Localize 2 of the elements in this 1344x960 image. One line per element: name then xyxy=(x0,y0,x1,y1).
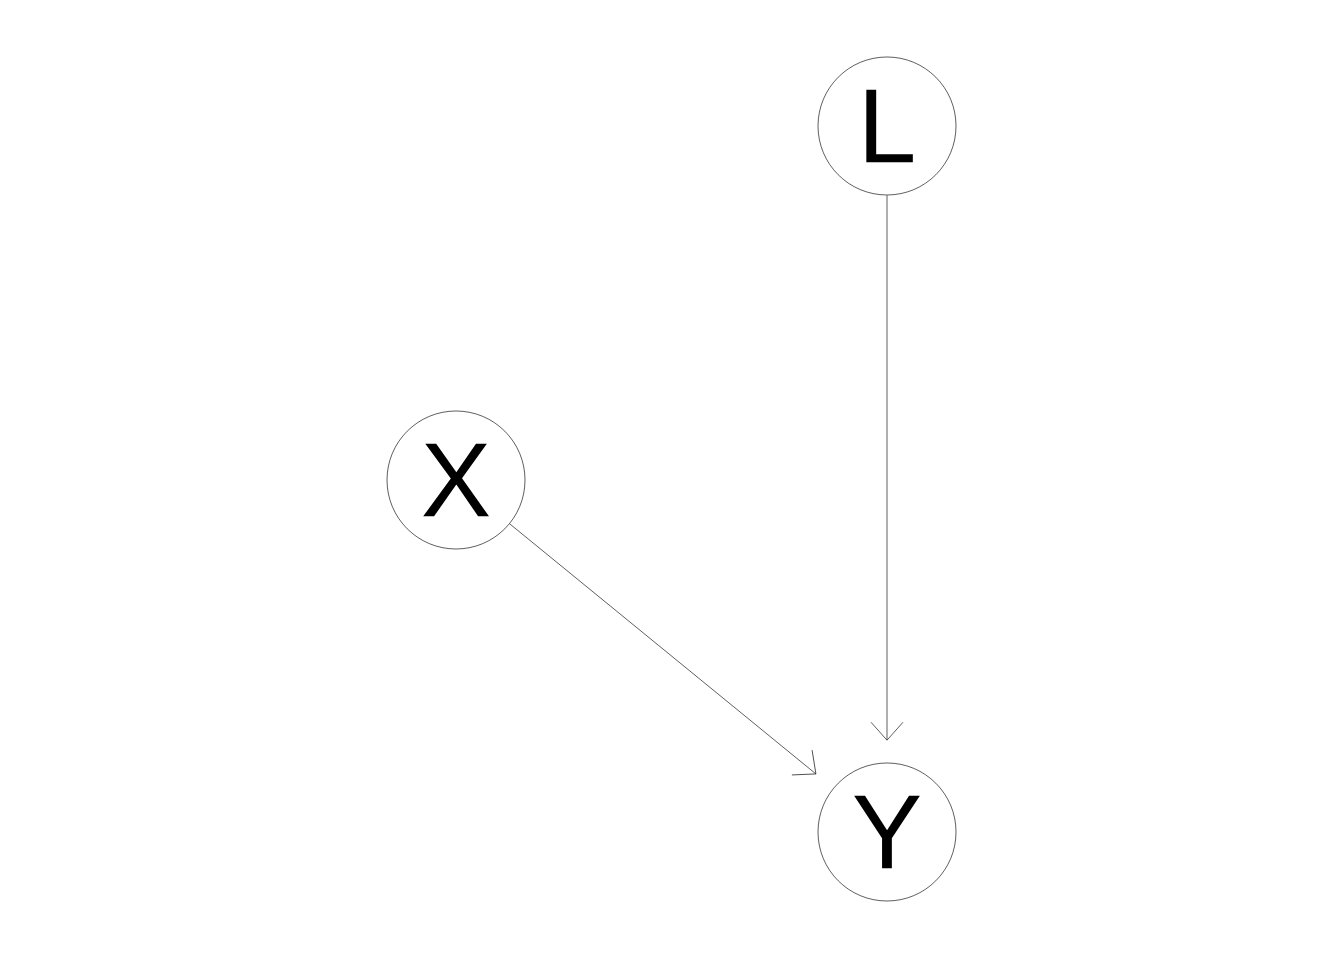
arrow xyxy=(870,195,904,741)
arrow xyxy=(509,523,817,776)
